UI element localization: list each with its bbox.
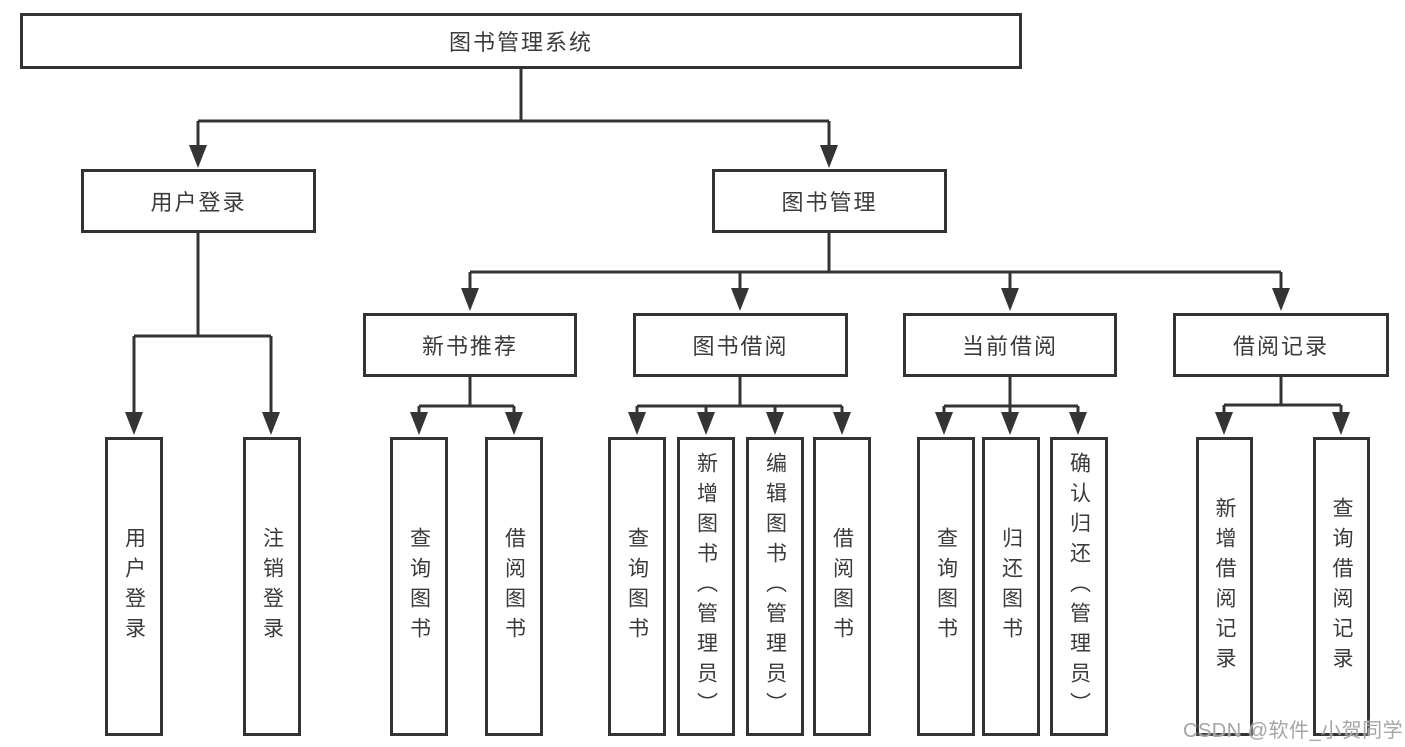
- edge-current-borrow-to-leaves: [935, 377, 1087, 435]
- node-book-borrow-label: 图书借阅: [692, 334, 789, 359]
- leaf-edit-books-admin: 编辑图书（管理员）: [746, 437, 804, 736]
- edge-borrow-records-to-leaves: [1215, 377, 1350, 435]
- node-book-management: 图书管理: [712, 169, 947, 233]
- leaf-return-books: 归还图书: [982, 437, 1040, 736]
- leaf-query-books-borrow: 查询图书: [608, 437, 666, 736]
- leaf-logout-label: 注销登录: [260, 526, 284, 647]
- leaf-user-login: 用户登录: [105, 437, 163, 736]
- leaf-borrow-books-recommend-label: 借阅图书: [502, 526, 526, 647]
- edge-book-borrow-to-leaves: [628, 377, 851, 435]
- node-user-login: 用户登录: [81, 169, 316, 233]
- leaf-add-borrow-record-label: 新增借阅记录: [1213, 496, 1236, 677]
- leaf-query-books-current-label: 查询图书: [934, 526, 958, 647]
- node-library-management-system-label: 图书管理系统: [448, 30, 593, 55]
- leaf-add-borrow-record: 新增借阅记录: [1196, 437, 1253, 736]
- node-borrow-records-label: 借阅记录: [1232, 334, 1329, 359]
- node-library-management-system: 图书管理系统: [20, 13, 1022, 69]
- leaf-query-books-recommend-label: 查询图书: [407, 526, 431, 647]
- leaf-query-borrow-record: 查询借阅记录: [1313, 437, 1370, 736]
- leaf-confirm-return-admin-label: 确认归还（管理员）: [1067, 451, 1091, 722]
- node-book-borrow: 图书借阅: [633, 313, 848, 377]
- leaf-borrow-books-label: 借阅图书: [830, 526, 854, 647]
- node-current-borrow-label: 当前借阅: [961, 334, 1058, 359]
- leaf-add-books-admin-label: 新增图书（管理员）: [694, 451, 718, 722]
- leaf-query-books-recommend: 查询图书: [390, 437, 448, 736]
- leaf-logout: 注销登录: [243, 437, 301, 736]
- node-user-login-label: 用户登录: [150, 190, 247, 215]
- edge-user-login-to-leaves: [125, 233, 280, 435]
- leaf-edit-books-admin-label: 编辑图书（管理员）: [763, 451, 787, 722]
- leaf-user-login-label: 用户登录: [122, 526, 146, 647]
- node-borrow-records: 借阅记录: [1173, 313, 1389, 377]
- leaf-confirm-return-admin: 确认归还（管理员）: [1050, 437, 1108, 736]
- edge-new-book-recommend-to-leaves: [410, 377, 523, 435]
- node-current-borrow: 当前借阅: [903, 313, 1117, 377]
- edge-book-management-to-level3: [461, 233, 1290, 311]
- node-new-book-recommend: 新书推荐: [363, 313, 577, 377]
- leaf-add-books-admin: 新增图书（管理员）: [677, 437, 735, 736]
- leaf-query-books-borrow-label: 查询图书: [625, 526, 649, 647]
- node-new-book-recommend-label: 新书推荐: [421, 334, 518, 359]
- leaf-borrow-books: 借阅图书: [813, 437, 871, 736]
- leaf-query-books-current: 查询图书: [917, 437, 975, 736]
- leaf-return-books-label: 归还图书: [999, 526, 1023, 647]
- edge-root-to-level2: [189, 69, 838, 168]
- node-book-management-label: 图书管理: [781, 190, 878, 215]
- leaf-borrow-books-recommend: 借阅图书: [485, 437, 543, 736]
- leaf-query-borrow-record-label: 查询借阅记录: [1330, 496, 1353, 677]
- watermark: CSDN @软件_小贺同学: [1183, 720, 1404, 742]
